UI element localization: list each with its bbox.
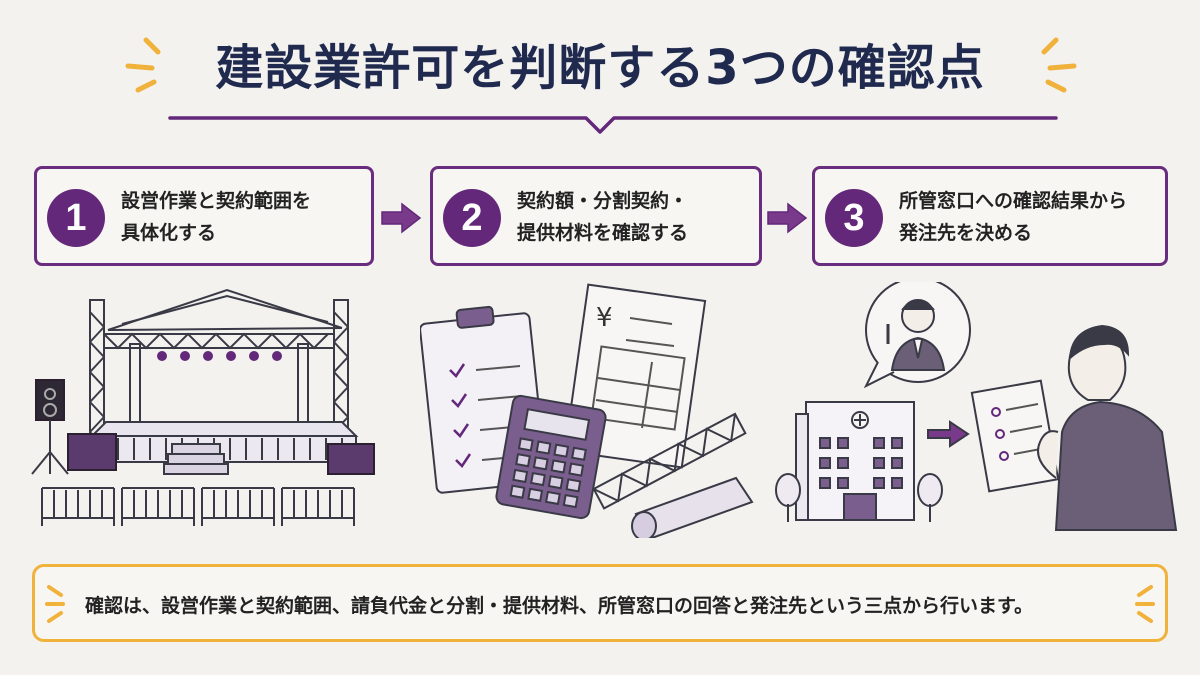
documents-materials-illustration: ¥: [420, 283, 754, 538]
step-line: 発注先を決める: [899, 222, 1033, 244]
step-description: 所管窓口への確認結果から 発注先を決める: [899, 185, 1153, 249]
step-card-1: 1 設営作業と契約範囲を 具体化する: [34, 166, 374, 266]
step-number-badge: 1: [47, 189, 105, 247]
step-card-3: 3 所管窓口への確認結果から 発注先を決める: [812, 166, 1168, 266]
step-line: 契約額・分割契約・: [517, 190, 689, 212]
summary-burst-right-icon: [1135, 585, 1155, 623]
step-line: 所管窓口への確認結果から: [899, 190, 1128, 212]
authority-consultation-illustration: [775, 282, 1178, 531]
stage-truss-illustration: [31, 288, 375, 526]
summary-box: 確認は、設営作業と契約範囲、請負代金と分割・提供材料、所管窓口の回答と発注先とい…: [32, 564, 1168, 642]
step-description: 設営作業と契約範囲を 具体化する: [121, 185, 359, 249]
title-burst-right-icon: [1041, 37, 1077, 93]
step-line: 具体化する: [121, 222, 217, 244]
step-line: 提供材料を確認する: [517, 222, 689, 244]
summary-text: 確認は、設営作業と契約範囲、請負代金と分割・提供材料、所管窓口の回答と発注先とい…: [85, 595, 1034, 617]
yen-symbol: ¥: [596, 303, 613, 333]
step-description: 契約額・分割契約・ 提供材料を確認する: [517, 185, 747, 249]
arrow-right-icon: [767, 202, 808, 234]
step-number-badge: 3: [825, 189, 883, 247]
page-title: 建設業許可を判断する3つの確認点: [215, 40, 985, 96]
arrow-right-icon: [381, 202, 422, 234]
title-burst-left-icon: [125, 37, 161, 93]
step-line: 設営作業と契約範囲を: [121, 190, 312, 212]
title-underline: [168, 116, 1058, 134]
step-number-badge: 2: [443, 189, 501, 247]
step-card-2: 2 契約額・分割契約・ 提供材料を確認する: [430, 166, 762, 266]
summary-burst-left-icon: [45, 585, 65, 623]
